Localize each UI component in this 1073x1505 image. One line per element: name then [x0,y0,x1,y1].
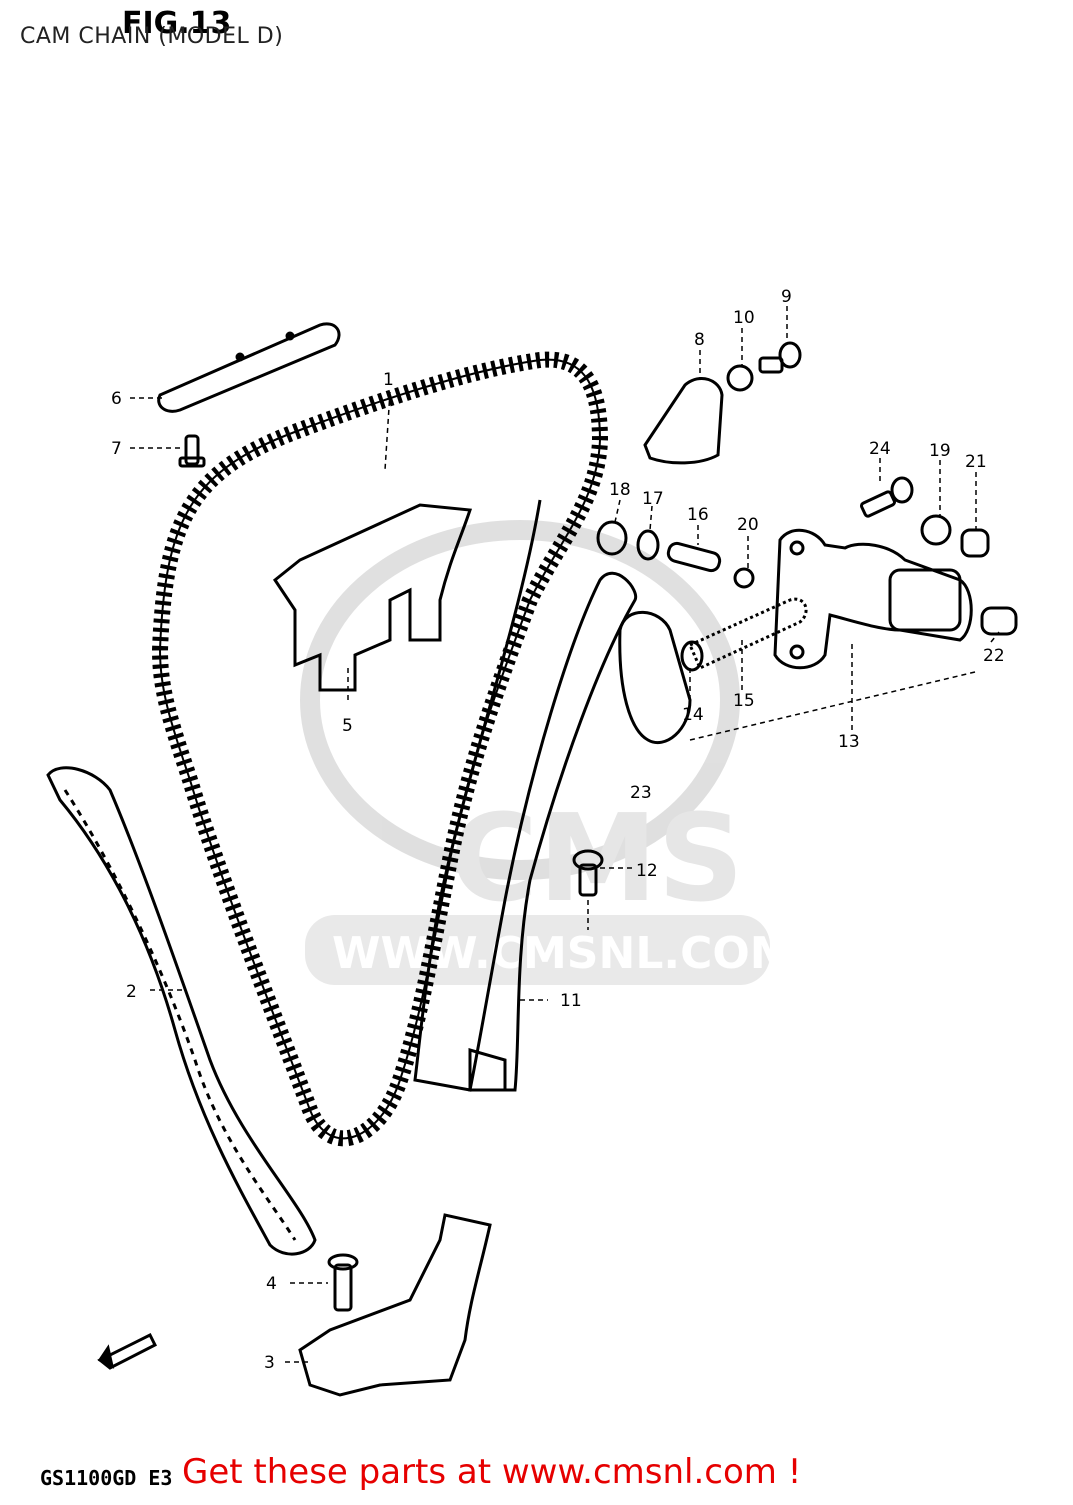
callout-7: 7 [111,439,122,459]
callout-1: 1 [383,370,394,390]
callout-24: 24 [869,439,891,459]
callout-8: 8 [694,330,705,350]
cam-chain [151,351,609,1147]
callout-4: 4 [266,1274,277,1294]
callout-5: 5 [342,716,353,736]
chain-guide-upper [157,322,341,413]
washer-10 [726,364,754,392]
washer-18 [596,520,628,556]
callout-14: 14 [682,705,704,725]
callout-20: 20 [737,515,759,535]
watermark-url-text: WWW.CMSNL.COM [332,928,794,979]
callout-22: 22 [983,646,1005,666]
plunger-15 [680,597,808,672]
washer-17 [636,529,660,561]
model-code: GS1100GD E3 [40,1466,173,1490]
o-ring-20 [733,567,755,589]
callout-2: 2 [126,982,137,1002]
callout-18: 18 [609,480,631,500]
cap-22 [980,606,1018,636]
callout-15: 15 [733,691,755,711]
figure-label: FIG.13 [122,6,232,41]
chain-guide-bottom [298,1213,492,1397]
bolt-24 [860,476,914,518]
gasket-23 [618,610,692,745]
promo-link[interactable]: Get these parts at www.cmsnl.com ! [182,1452,802,1492]
bolt-12 [572,849,604,897]
callout-17: 17 [642,489,664,509]
tensioner-guide-front [413,499,638,1092]
callout-6: 6 [111,389,122,409]
callout-23: 23 [630,783,652,803]
callout-labels: 1 2 3 4 5 6 7 8 9 10 11 12 13 14 15 16 1… [111,287,1005,1373]
o-ring-19 [920,514,952,546]
bolt-4 [327,1253,359,1312]
chain-guide-rear [46,766,317,1256]
callout-12: 12 [636,861,658,881]
callout-13: 13 [838,732,860,752]
tensioner-assembly [773,529,973,670]
callout-9: 9 [781,287,792,307]
cap-8 [643,377,724,465]
watermark-emblem [300,520,740,880]
bolt-7 [178,434,206,468]
page-title: CAM CHAIN (MODEL D) [20,24,284,49]
callout-21: 21 [965,452,987,472]
watermark-logo-text: CMS [450,790,744,929]
callout-19: 19 [929,441,951,461]
callout-16: 16 [687,505,709,525]
callout-10: 10 [733,308,755,328]
front-arrow-icon [97,1332,158,1370]
chain-guide-center [272,503,473,692]
watermark-banner [305,915,770,985]
watermark: CMS WWW.CMSNL.COM [300,520,794,985]
cap-21 [960,528,990,558]
leader-lines [130,306,1000,1363]
spring-16 [666,541,722,573]
bolt-9 [758,341,802,374]
callout-3: 3 [264,1353,275,1373]
callout-11: 11 [560,991,582,1011]
